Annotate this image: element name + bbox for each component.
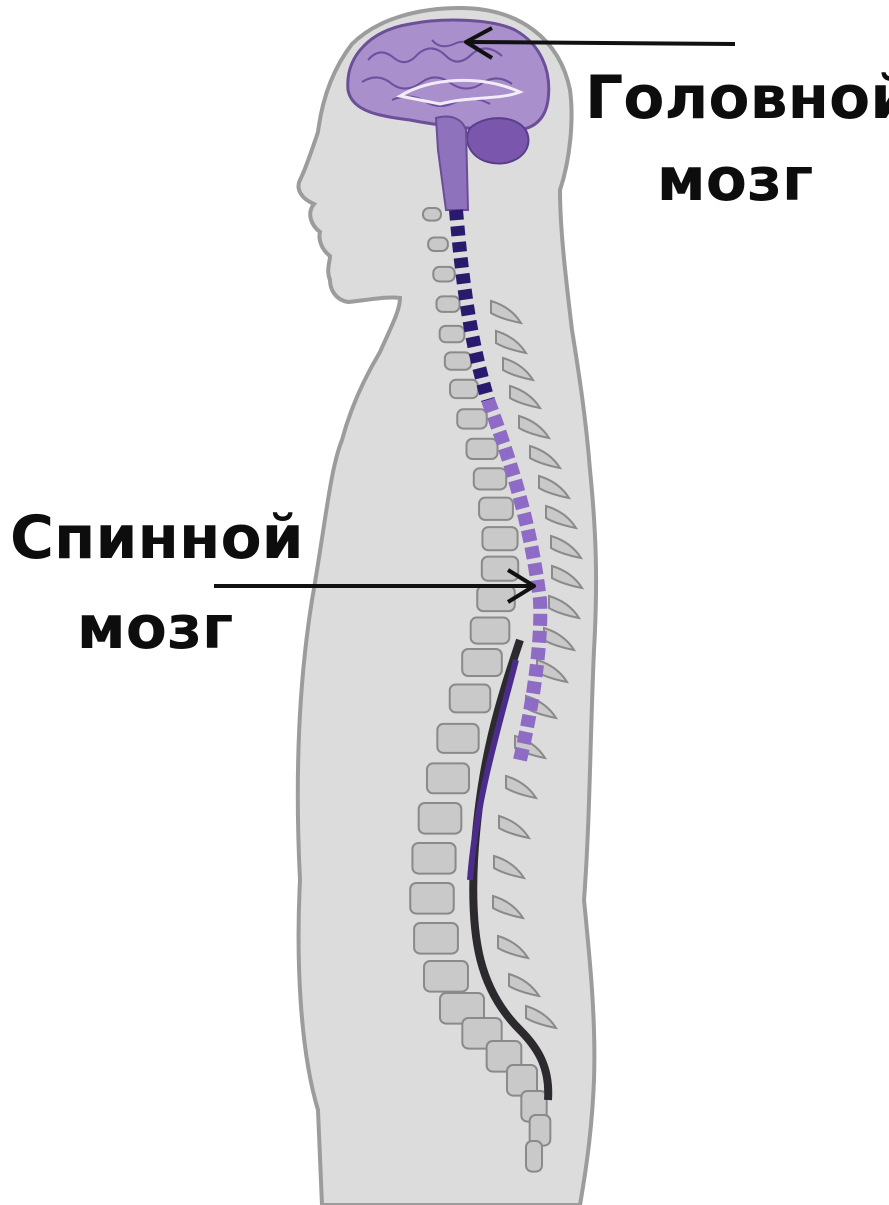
vertebra [414,923,458,954]
vertebra [462,649,502,676]
spinal-cord-label: Спинной мозг [10,508,300,658]
vertebra [457,409,486,428]
vertebra [526,1141,542,1172]
vertebra [471,618,510,644]
brain-label-line2: мозг [585,150,885,210]
vertebra [440,326,465,342]
vertebra [428,237,448,251]
vertebra [427,763,469,793]
vertebra [474,468,506,489]
vertebra [482,527,517,550]
vertebra [479,498,513,520]
vertebra [419,803,462,834]
vertebra [410,883,454,914]
spinal-cord-label-line2: мозг [10,598,300,658]
vertebra [477,586,515,611]
vertebra [424,961,468,992]
vertebra [437,724,478,753]
brain-cerebellum [467,118,528,163]
vertebra [482,557,518,581]
vertebra [450,380,478,398]
vertebra [450,684,491,712]
vertebra [433,267,454,282]
vertebra [436,296,459,311]
vertebra [412,843,455,874]
brain-label: Головной мозг [585,68,885,210]
vertebra [467,439,498,459]
brain-cerebrum [348,20,549,130]
vertebra [445,352,471,369]
spinal-cord-label-line1: Спинной [10,508,300,568]
vertebra [423,208,441,221]
brain-label-line1: Головной [585,68,885,128]
